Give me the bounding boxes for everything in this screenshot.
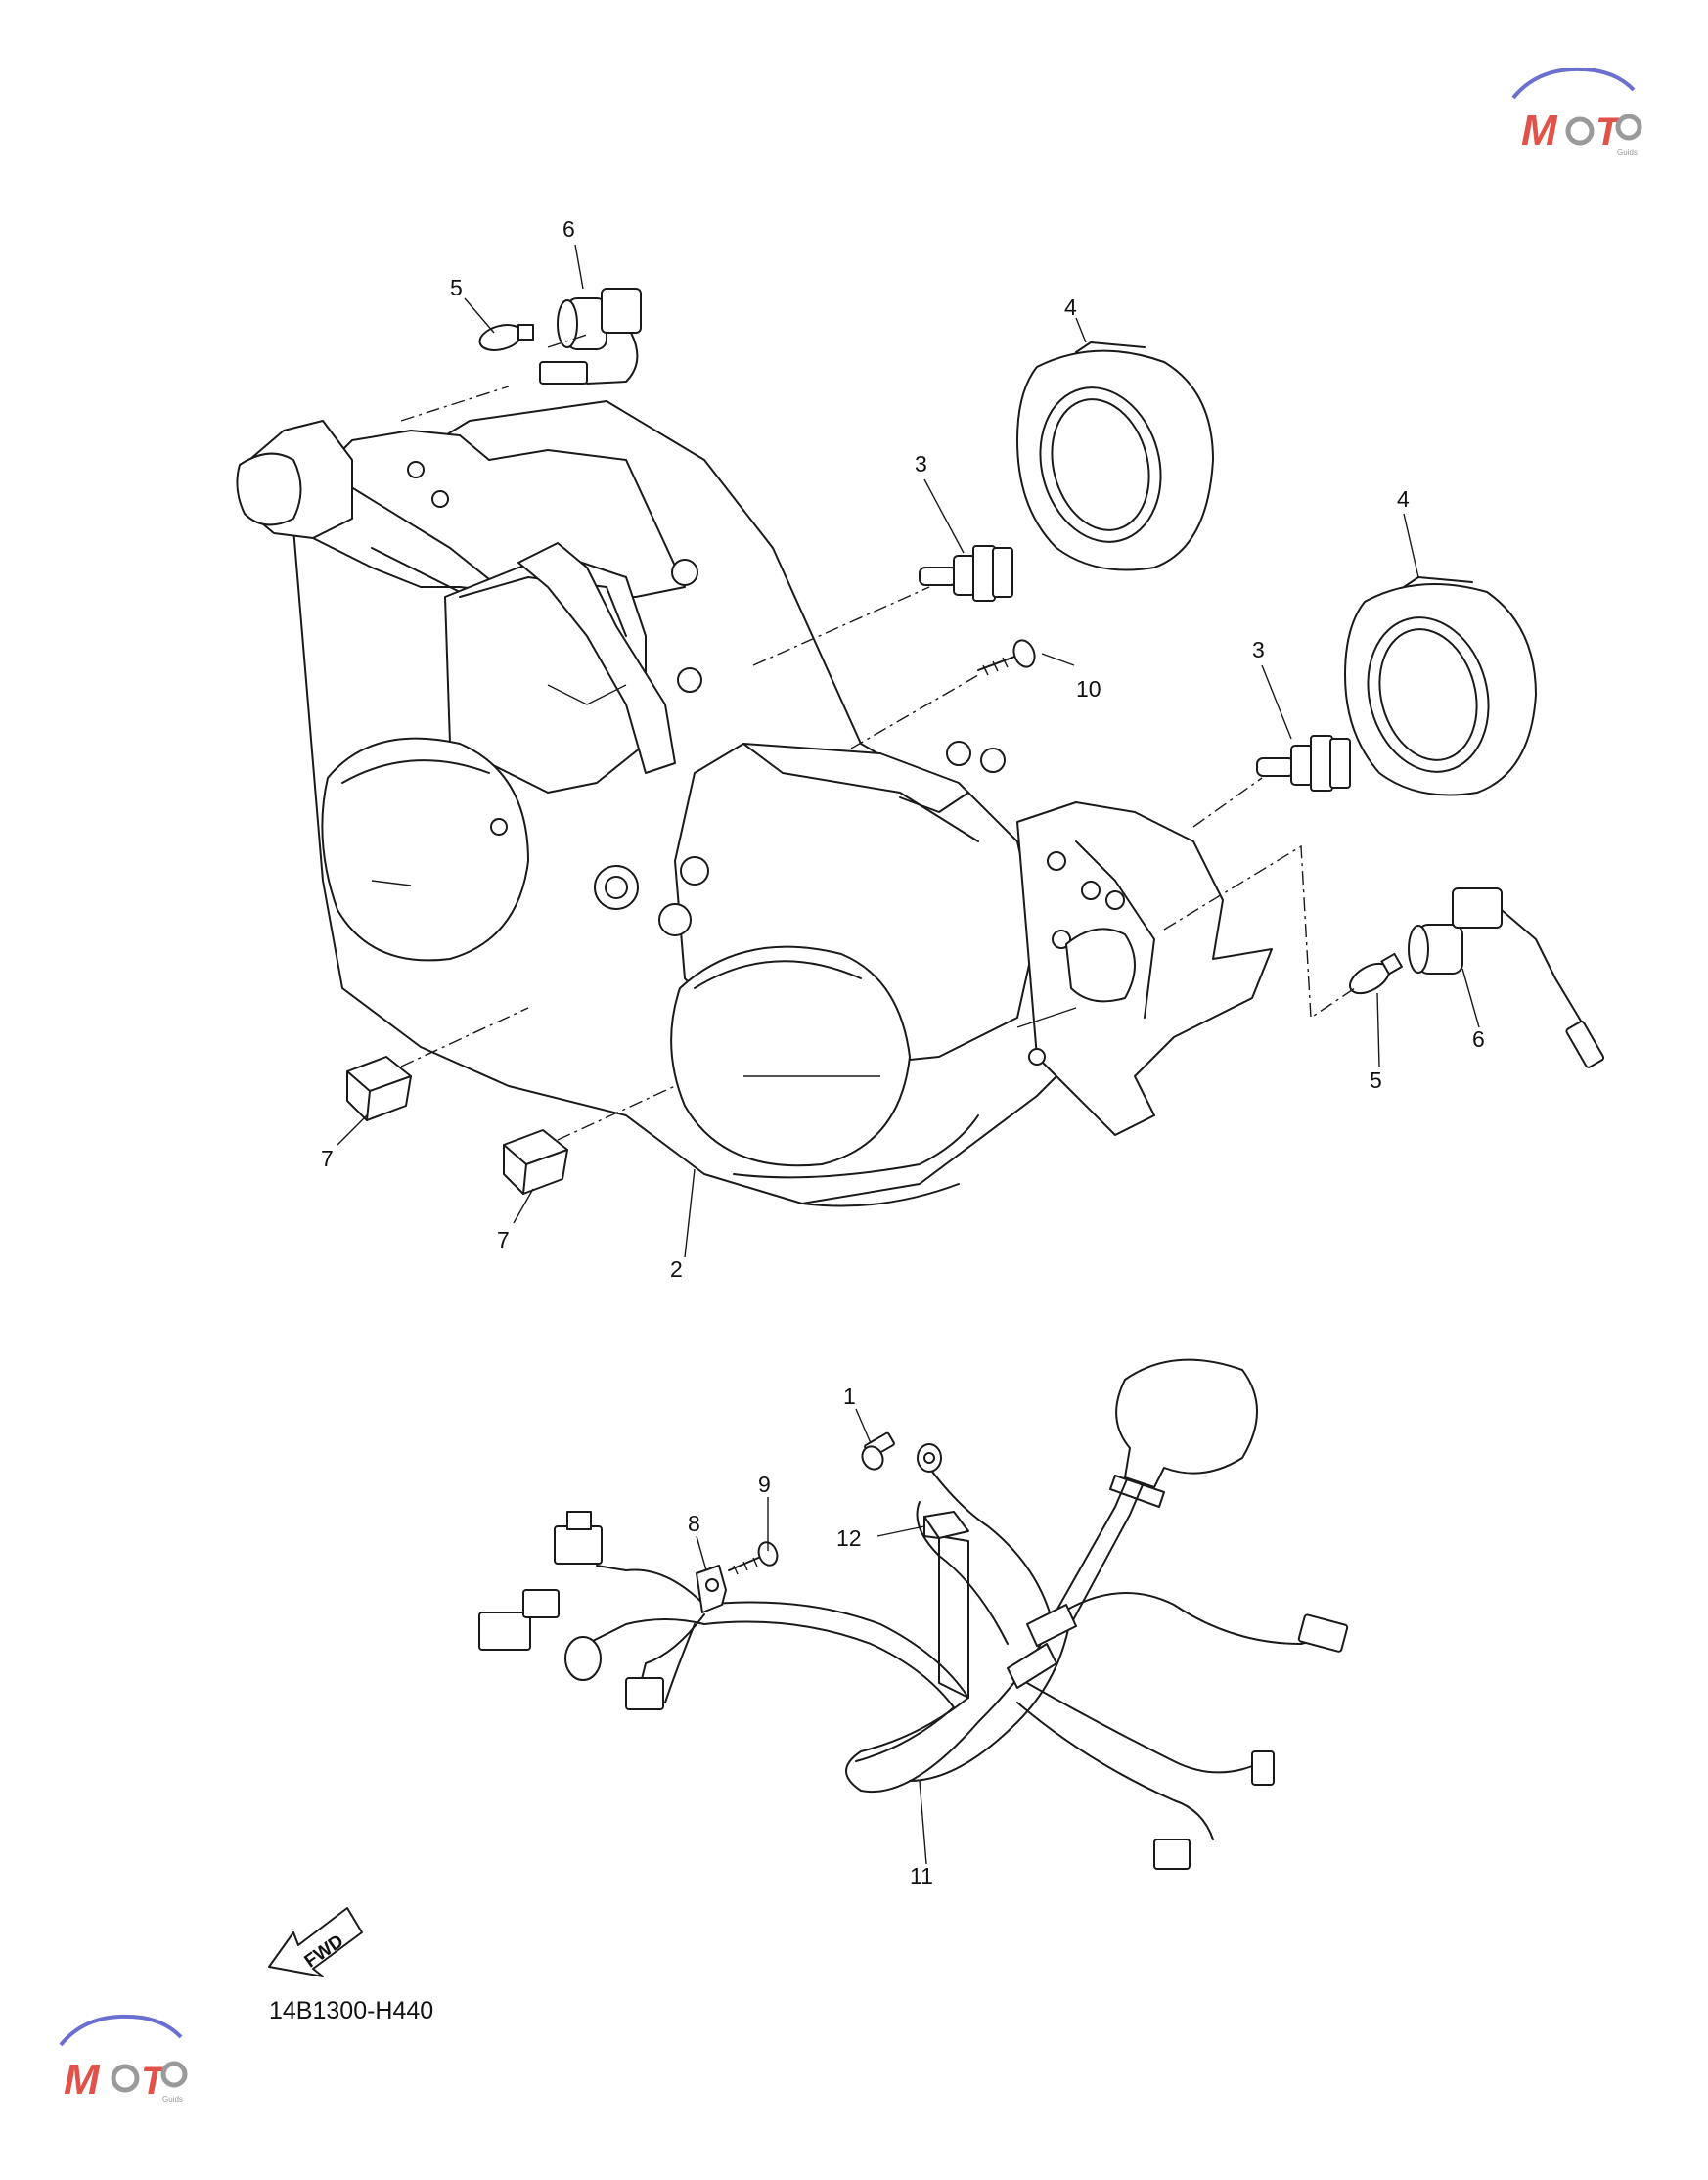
headlight-bulb-part-3-lower	[1256, 735, 1351, 792]
clamp-part-8	[696, 1565, 727, 1613]
label-part-5-upper: 5	[450, 275, 463, 300]
label-part-1: 1	[843, 1384, 856, 1409]
watermark-logo-bottom-left: M T Guids	[59, 2014, 188, 2104]
svg-text:M: M	[64, 2056, 101, 2104]
assembly-lines	[400, 334, 1356, 1141]
bulb-cover-ring-part-4-lower	[1344, 576, 1537, 796]
label-part-6-lower: 6	[1472, 1026, 1485, 1052]
svg-text:Guids: Guids	[162, 2095, 183, 2104]
label-part-4-lower: 4	[1397, 486, 1410, 512]
svg-text:M: M	[1521, 107, 1558, 155]
damper-pad-part-7-right	[503, 1129, 568, 1195]
screw-part-9	[728, 1541, 779, 1575]
part-labels: 6 5 4 3 4 3 10 5 6 7 7 2 1 9 8 12 11	[321, 216, 1485, 1888]
position-bulb-part-5-lower	[1349, 952, 1403, 995]
screw-part-10	[977, 639, 1036, 676]
wire-harness-part-11	[478, 1358, 1349, 1870]
label-part-7-left: 7	[321, 1146, 334, 1171]
label-part-10: 10	[1076, 676, 1101, 702]
label-part-12: 12	[836, 1525, 862, 1551]
clip-part-12	[923, 1511, 969, 1539]
label-part-9: 9	[758, 1472, 771, 1497]
label-part-4-upper: 4	[1064, 295, 1077, 320]
label-part-8: 8	[688, 1511, 700, 1536]
bulb-socket-part-6-lower	[1408, 887, 1605, 1068]
svg-text:Guids: Guids	[1617, 148, 1638, 157]
forward-direction-arrow: FWD	[268, 1907, 363, 1977]
damper-pad-part-7-left	[346, 1056, 412, 1121]
position-bulb-part-5-upper	[478, 324, 534, 351]
label-part-3-lower: 3	[1252, 637, 1265, 662]
label-part-2: 2	[670, 1256, 683, 1282]
label-part-3-upper: 3	[915, 451, 927, 477]
label-part-6-upper: 6	[562, 216, 575, 242]
bulb-cover-ring-part-4-upper	[1016, 341, 1214, 571]
bulb-socket-part-6-upper	[539, 288, 642, 385]
label-part-5-lower: 5	[1370, 1067, 1382, 1093]
label-part-7-right: 7	[497, 1227, 510, 1252]
headlight-unit-part-2	[236, 400, 1273, 1207]
drawing-code: 14B1300-H440	[269, 1997, 433, 2024]
headlight-bulb-part-3-upper	[919, 545, 1013, 602]
watermark-logo-top-right: M T Guids	[1511, 67, 1642, 157]
leader-lines	[337, 244, 1480, 1865]
label-part-11: 11	[910, 1863, 933, 1888]
bolt-part-1	[861, 1431, 895, 1471]
